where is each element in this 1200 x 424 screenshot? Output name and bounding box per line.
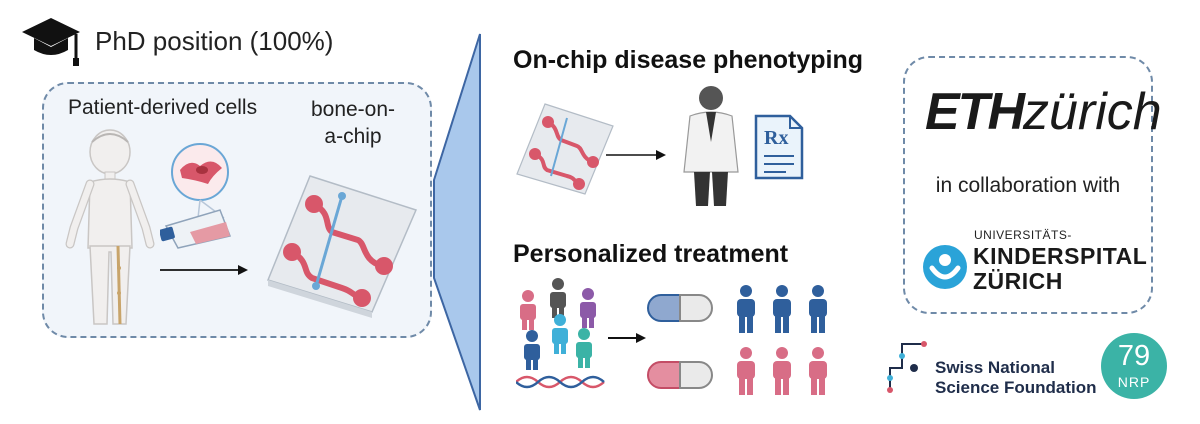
dna-icon [516,375,605,389]
nrp-label: NRP [1117,374,1151,390]
people-pink-icon [737,347,827,395]
snsf-line1: Swiss National [935,358,1055,377]
person-teal [576,328,592,368]
doctor-icon [683,86,739,206]
chip-label-line2: a-chip [324,125,382,148]
kispi-line1: KINDERSPITAL [973,243,1148,269]
eth-logo: ETHzürich [925,82,1162,142]
person-purple [580,288,596,328]
snsf-logo-icon [887,341,927,393]
arrow-to-doctor [606,150,666,160]
arrow-to-pills [608,333,646,343]
chip-label: bone-on- a-chip [308,96,398,150]
eth-logo-light: zürich [1023,83,1162,141]
nrp-logo-circle [1101,333,1167,399]
funnel-divider [433,33,481,411]
chip-label-line1: bone-on- [310,98,396,121]
cell-flask-icon [160,143,232,249]
treatment-title: Personalized treatment [513,240,789,268]
collaboration-text: in collaboration with [935,174,1121,197]
chip-icon-small [516,103,614,195]
kispi-top-label: UNIVERSITÄTS- [974,228,1072,242]
pill-blue-icon [647,294,713,322]
people-group-icon [520,278,596,370]
position-title: PhD position (100%) [95,26,334,56]
people-blue-icon [737,285,827,333]
kispi-line2: ZÜRICH [973,268,1063,294]
chip-icon [266,175,418,318]
phenotyping-title: On-chip disease phenotyping [513,46,864,74]
prescription-icon: Rx [754,114,804,180]
kispi-logo-icon [923,245,967,289]
child-icon [65,129,155,325]
cells-label: Patient-derived cells [68,96,258,119]
graduation-cap-icon [22,18,80,66]
rx-label: Rx [764,127,788,149]
person-cyan [552,314,568,354]
pill-pink-icon [647,361,713,389]
arrow-cells-to-chip [160,265,248,275]
person-blue [524,330,540,370]
snsf-line2: Science Foundation [935,378,1097,397]
person-gray [550,278,566,318]
eth-logo-bold: ETH [925,83,1025,141]
person-pink [520,290,536,330]
nrp-number: 79 [1117,340,1151,372]
